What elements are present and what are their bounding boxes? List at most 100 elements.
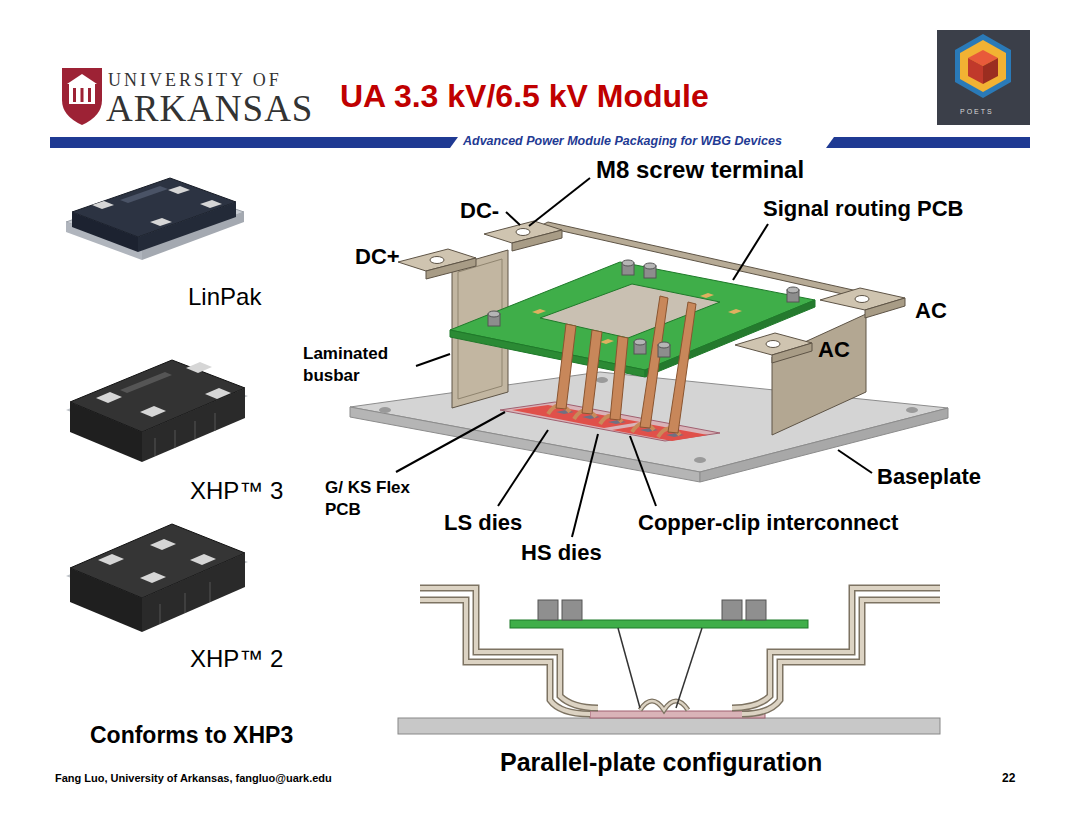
cross-section <box>676 628 702 708</box>
signal-pcb <box>450 262 815 370</box>
flex-pcb <box>582 330 602 414</box>
xhp2-module <box>142 553 245 632</box>
leader-line <box>838 450 872 473</box>
standoff <box>488 260 799 357</box>
cross-section <box>746 600 766 620</box>
poets-logo <box>955 34 1011 98</box>
university-shield <box>69 84 95 104</box>
cross-section <box>420 600 590 714</box>
standoff <box>622 260 634 266</box>
terminal-label: DC+ <box>355 244 400 269</box>
cross-section <box>398 588 940 734</box>
university-shield <box>62 68 102 125</box>
signal-pcb <box>700 293 714 298</box>
baseplate <box>596 377 608 383</box>
xhp3-module <box>175 430 176 448</box>
part-label: HS dies <box>521 540 602 565</box>
part-label: Copper-clip interconnect <box>638 510 898 535</box>
linpak-module <box>72 212 138 252</box>
linpak-module <box>200 200 222 208</box>
leader-line <box>498 430 548 506</box>
cross-section <box>420 588 598 708</box>
cross-section <box>732 588 940 708</box>
linpak-module <box>168 186 190 194</box>
xhp3-module <box>140 406 166 417</box>
ac-terminal <box>735 288 905 363</box>
part-label: G/ KS Flex PCB <box>325 477 445 521</box>
header-bar <box>50 137 458 148</box>
baseplate <box>906 407 918 413</box>
xhp2-module <box>140 572 166 583</box>
terminal-label: AC <box>915 298 947 323</box>
university-shield <box>73 88 76 102</box>
signal-pcb <box>532 309 546 314</box>
xhp2-module <box>185 593 186 613</box>
linpak-module <box>120 186 168 203</box>
standoff <box>634 339 646 345</box>
xhp3-module <box>66 360 248 462</box>
page-number: 22 <box>1002 772 1015 786</box>
xhp2-module <box>70 568 142 632</box>
leader-line <box>572 434 598 537</box>
flex-pcb <box>610 336 628 420</box>
xhp3-module <box>120 372 172 393</box>
xhp3-module <box>155 438 156 456</box>
signal-pcb <box>600 339 614 344</box>
cross-section <box>742 600 940 714</box>
flex-pcb <box>556 296 696 433</box>
standoff <box>787 287 799 293</box>
xhp2-module <box>190 554 216 565</box>
leader-line <box>416 354 450 366</box>
product-label: XHP™ 3 <box>190 477 283 505</box>
leader-line <box>506 212 520 225</box>
power-substrate <box>612 424 708 441</box>
xhp2-module <box>150 539 176 550</box>
signal-pcb <box>450 262 815 377</box>
xhp2-module <box>98 554 124 565</box>
logo-text: POETS <box>960 108 994 116</box>
power-substrate <box>500 402 720 441</box>
cross-section <box>538 600 558 620</box>
poets-logo <box>937 30 1030 125</box>
screw-terminal <box>430 257 444 264</box>
screw-terminal <box>516 229 530 236</box>
ac-terminal <box>766 341 780 348</box>
part-label: LS dies <box>444 510 522 535</box>
cross-section <box>640 701 688 710</box>
xhp2-module <box>160 604 161 624</box>
university-shield <box>67 74 97 84</box>
leader-line <box>529 178 590 226</box>
flex-pcb <box>640 296 668 428</box>
footer: Fang Luo, University of Arkansas, fanglu… <box>55 772 332 785</box>
cross-section <box>732 588 940 708</box>
xhp3-module <box>186 362 212 373</box>
terminal-label: DC- <box>460 198 499 223</box>
xhp3-module <box>70 402 142 462</box>
baseplate <box>694 457 706 463</box>
header-bar <box>826 137 1030 148</box>
part-label: Laminated busbar <box>303 343 415 387</box>
logo-text: UNIVERSITY OF <box>108 70 282 91</box>
xhp3-module <box>142 388 245 462</box>
standoff <box>488 311 500 317</box>
linpak-module <box>138 202 236 252</box>
xhp2-module <box>66 524 248 632</box>
linpak-module <box>150 218 172 226</box>
figure-caption: Parallel-plate configuration <box>500 748 822 777</box>
flex-pcb <box>668 302 696 433</box>
standoff <box>658 342 670 348</box>
leader-line <box>630 436 656 506</box>
product-label: LinPak <box>188 283 261 311</box>
cross-section <box>640 701 688 710</box>
xhp3-module <box>215 413 216 431</box>
cross-section <box>420 588 598 708</box>
cross-section <box>420 600 590 714</box>
cross-section <box>510 620 808 628</box>
xhp3-module <box>96 392 122 403</box>
note: Conforms to XHP3 <box>90 722 293 748</box>
poets-logo <box>960 40 1006 92</box>
slide-title: UA 3.3 kV/6.5 kV Module <box>340 78 709 115</box>
subtitle: Advanced Power Module Packaging for WBG … <box>463 134 782 148</box>
xhp3-module <box>195 421 196 439</box>
leader-line <box>396 178 872 537</box>
